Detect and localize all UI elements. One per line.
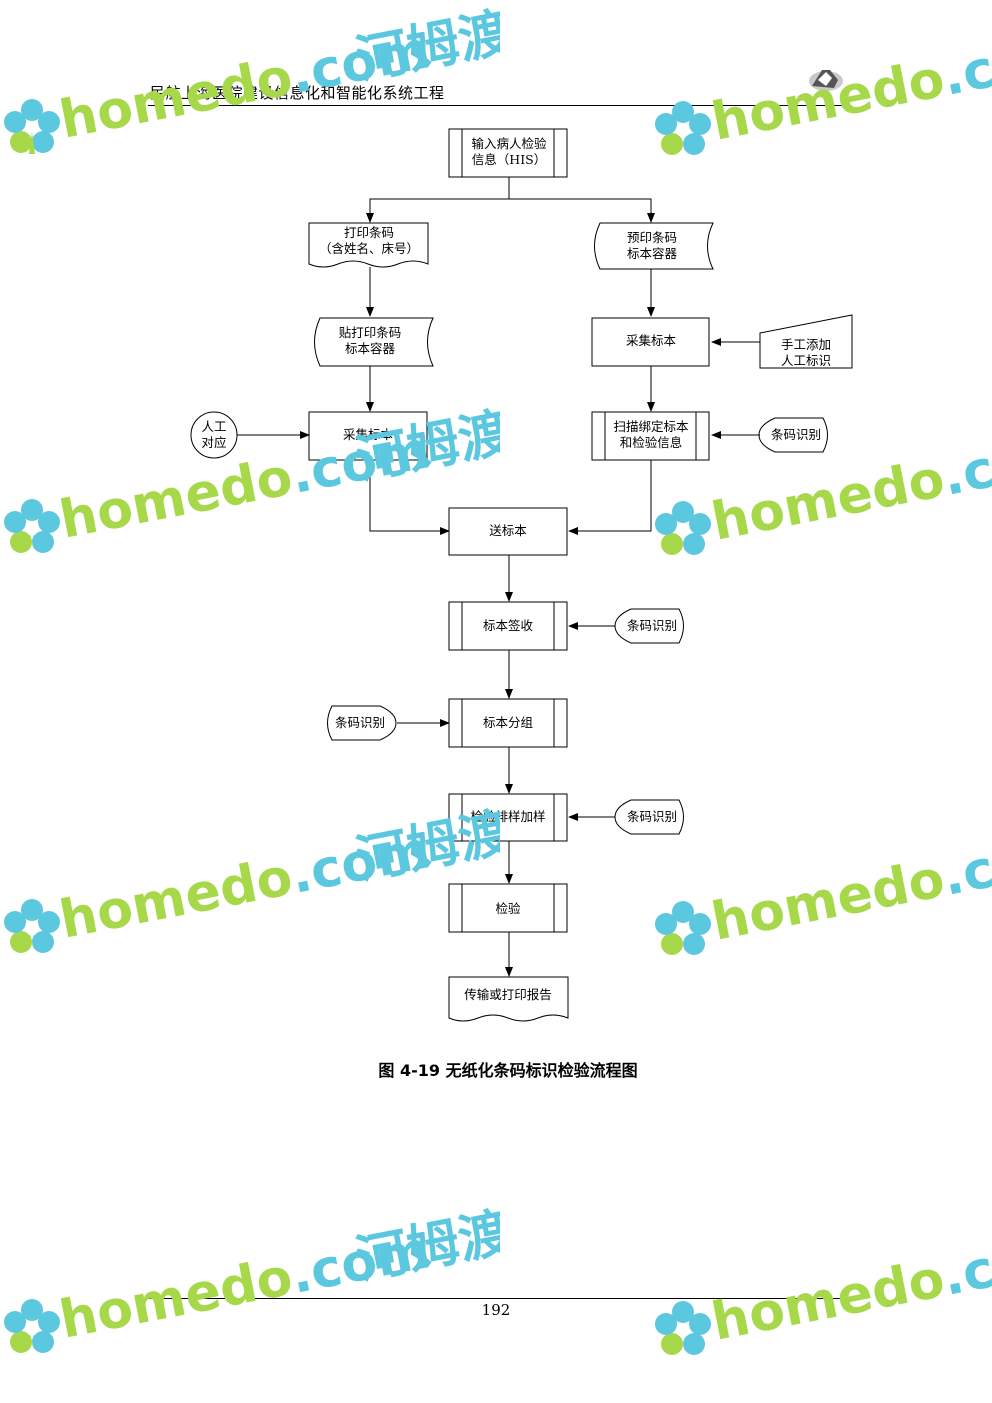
node-paste-barcode bbox=[314, 317, 434, 367]
label-preprint-barcode-2: 标本容器 bbox=[627, 246, 678, 261]
node-sign-receive bbox=[448, 601, 568, 651]
label-group-specimen: 标本分组 bbox=[483, 715, 533, 730]
node-print-barcode bbox=[308, 222, 429, 268]
node-send-specimen bbox=[448, 507, 568, 556]
edge-collect-send bbox=[369, 460, 450, 535]
label-paste-barcode-1: 贴打印条码 bbox=[339, 325, 402, 340]
label-manual-match-1: 人工 bbox=[201, 419, 226, 434]
node-scan-bind bbox=[591, 411, 710, 461]
edge-input-right bbox=[509, 198, 655, 223]
label-barcode-read-2: 条码识别 bbox=[627, 618, 677, 633]
label-sign-receive: 标本签收 bbox=[483, 618, 534, 633]
label-barcode-read-3: 条码识别 bbox=[335, 715, 385, 730]
footer-rule bbox=[148, 1298, 843, 1299]
header-rule bbox=[148, 105, 843, 106]
node-barcode-read-3 bbox=[327, 705, 397, 741]
page-number: 192 bbox=[481, 1301, 511, 1319]
label-manual-match-2: 对应 bbox=[201, 435, 226, 450]
label-input-info-2: 信息（HIS） bbox=[472, 152, 546, 167]
label-preprint-barcode-1: 预印条码 bbox=[627, 230, 677, 245]
edge-scan-send bbox=[568, 460, 652, 535]
label-scan-bind-1: 扫描绑定标本 bbox=[613, 419, 689, 434]
node-collect-right bbox=[591, 317, 710, 367]
label-print-barcode-1: 打印条码 bbox=[344, 225, 394, 240]
label-send-specimen: 送标本 bbox=[489, 523, 527, 538]
label-manual-add-1: 手工添加 bbox=[781, 337, 831, 352]
node-input-info bbox=[448, 128, 568, 178]
node-barcode-read-4 bbox=[614, 799, 684, 835]
node-collect-left bbox=[308, 411, 428, 461]
label-barcode-read-1: 条码识别 bbox=[771, 427, 821, 442]
label-scan-bind-2: 和检验信息 bbox=[620, 435, 683, 450]
node-barcode-read-1 bbox=[758, 417, 828, 453]
node-report bbox=[448, 976, 569, 1022]
node-group-specimen bbox=[448, 698, 568, 748]
label-manual-add-2: 人工标识 bbox=[781, 353, 831, 368]
label-input-info-1: 输入病人检验 bbox=[471, 136, 547, 151]
label-collect-left: 采集标本 bbox=[343, 427, 394, 442]
node-barcode-read-2 bbox=[614, 608, 684, 644]
edge-input-split bbox=[366, 177, 510, 223]
node-preprint-barcode bbox=[594, 222, 714, 270]
label-paste-barcode-2: 标本容器 bbox=[345, 341, 396, 356]
node-manual-match bbox=[190, 411, 238, 459]
label-test: 检验 bbox=[495, 901, 521, 916]
node-manual-add bbox=[759, 314, 853, 369]
label-report: 传输或打印报告 bbox=[464, 987, 552, 1002]
node-test bbox=[448, 883, 568, 933]
header-title: 民航上海医院建设信息化和智能化系统工程 bbox=[150, 84, 445, 102]
label-barcode-read-4: 条码识别 bbox=[627, 809, 677, 824]
figure-caption: 图 4-19 无纸化条码标识检验流程图 bbox=[378, 1061, 638, 1080]
node-queue-add bbox=[448, 793, 568, 842]
label-queue-add: 检验排样加样 bbox=[470, 809, 545, 824]
label-print-barcode-2: （含姓名、床号） bbox=[319, 241, 419, 256]
header-logo-icon bbox=[809, 70, 843, 91]
label-collect-right: 采集标本 bbox=[626, 333, 677, 348]
